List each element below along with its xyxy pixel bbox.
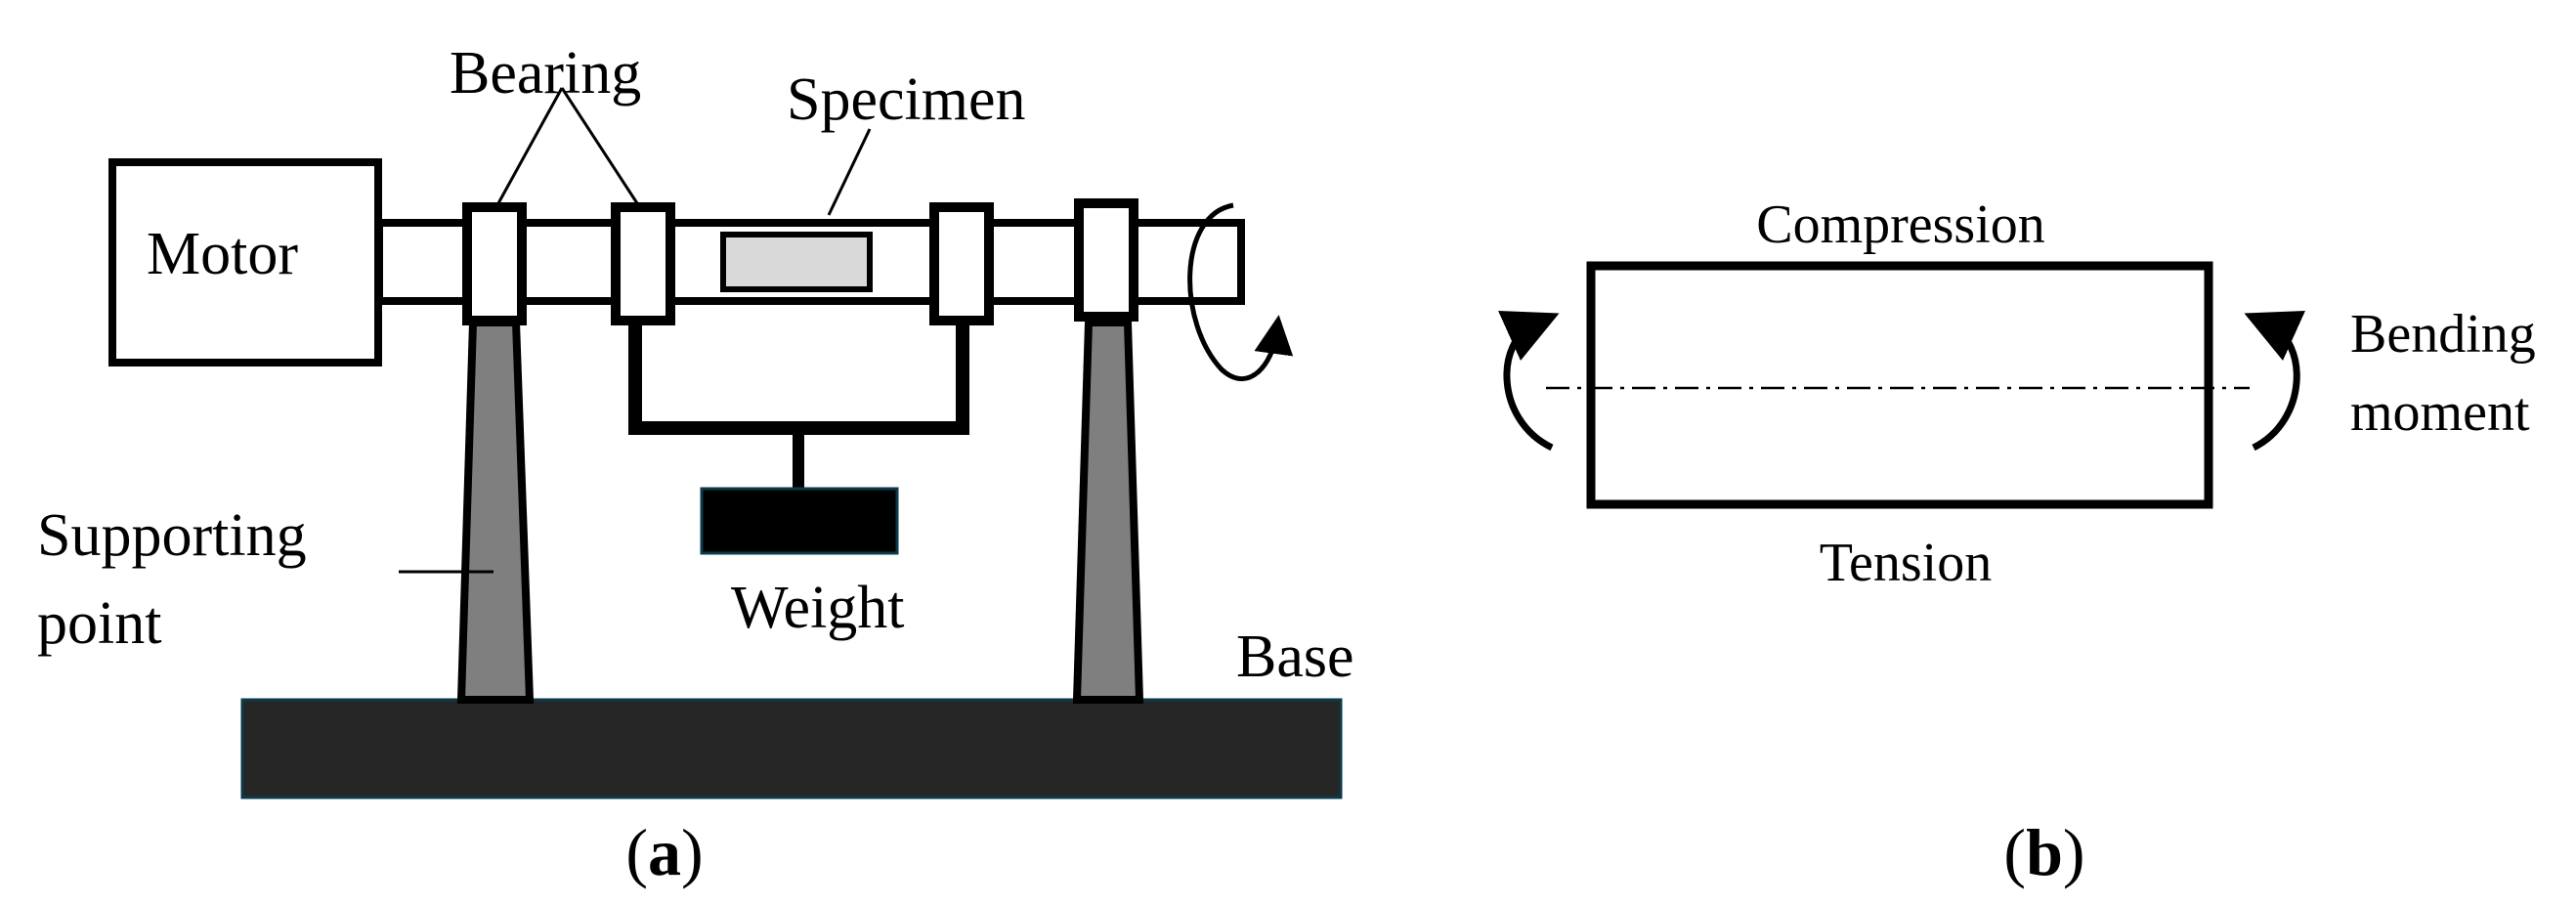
bending-moment-arrow-left: [1497, 311, 1560, 452]
bearing-leader-left: [496, 87, 564, 204]
weight-label: Weight: [731, 575, 905, 641]
supporting-leg-right: [1072, 319, 1144, 704]
supporting-leg-left: [456, 319, 535, 704]
motor-box: [108, 158, 382, 366]
specimen-leader: [827, 128, 872, 216]
bending-moment-arrow-right: [2244, 311, 2306, 452]
caption-a: (a): [625, 815, 703, 889]
bearing-2: [611, 202, 675, 325]
rotation-arrow: [1187, 202, 1294, 382]
specimen-bar: [720, 232, 873, 292]
bearing-3: [929, 202, 994, 325]
supporting-point-label-line2: point: [37, 590, 161, 657]
motor-label: Motor: [147, 221, 298, 287]
bearing-1: [462, 202, 527, 325]
panel-b: Compression Tension Bending moment (b): [1497, 194, 2536, 889]
specimen-label: Specimen: [787, 66, 1026, 133]
supporting-point-label-line1: Supporting: [37, 502, 307, 569]
bearing-leader-right: [560, 87, 639, 204]
bearing-label: Bearing: [450, 40, 641, 107]
panel-a: Motor Bearing Specimen Supporting point …: [37, 40, 1354, 889]
tension-label: Tension: [1820, 533, 1993, 593]
bending-moment-label-line2: moment: [2350, 382, 2530, 443]
base-plate: [240, 698, 1343, 799]
beam-rectangle: [1586, 261, 2213, 509]
compression-label: Compression: [1756, 194, 2045, 255]
base-label: Base: [1236, 624, 1354, 690]
bearing-4: [1074, 198, 1138, 322]
bending-moment-label-line1: Bending: [2350, 304, 2536, 365]
load-frame: [628, 323, 969, 435]
weight-block: [700, 487, 899, 555]
caption-b: (b): [2003, 815, 2084, 889]
